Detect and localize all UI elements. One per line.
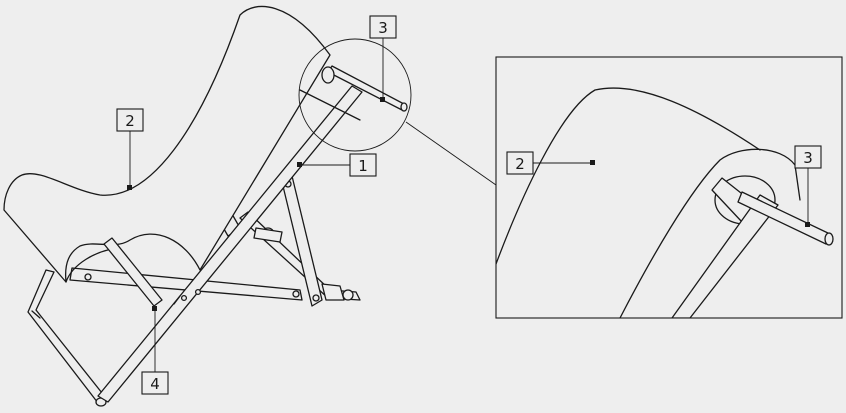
chair-illustration xyxy=(3,5,412,407)
detail-view xyxy=(495,56,843,319)
callout-3-label: 3 xyxy=(378,19,388,37)
zoom-circle xyxy=(298,38,412,152)
callout-1: 1 xyxy=(297,153,377,177)
callout-2: 2 xyxy=(116,108,144,190)
main-frame xyxy=(97,85,363,403)
callout-4: 4 xyxy=(141,306,169,395)
detail-callout-3-label: 3 xyxy=(803,149,813,167)
callout-4-label: 4 xyxy=(150,375,160,393)
crossbar xyxy=(103,237,163,307)
callout-2-label: 2 xyxy=(125,112,135,130)
front-left-leg xyxy=(27,269,107,407)
callout-1-label: 1 xyxy=(358,157,368,175)
support-strut xyxy=(281,175,354,307)
detail-callout-2-label: 2 xyxy=(515,155,525,173)
detail-callout-3: 3 xyxy=(794,145,822,227)
fabric-sling xyxy=(3,5,331,283)
detail-callout-2: 2 xyxy=(506,151,595,175)
zoom-connector xyxy=(405,121,497,186)
callout-3: 3 xyxy=(369,15,397,102)
